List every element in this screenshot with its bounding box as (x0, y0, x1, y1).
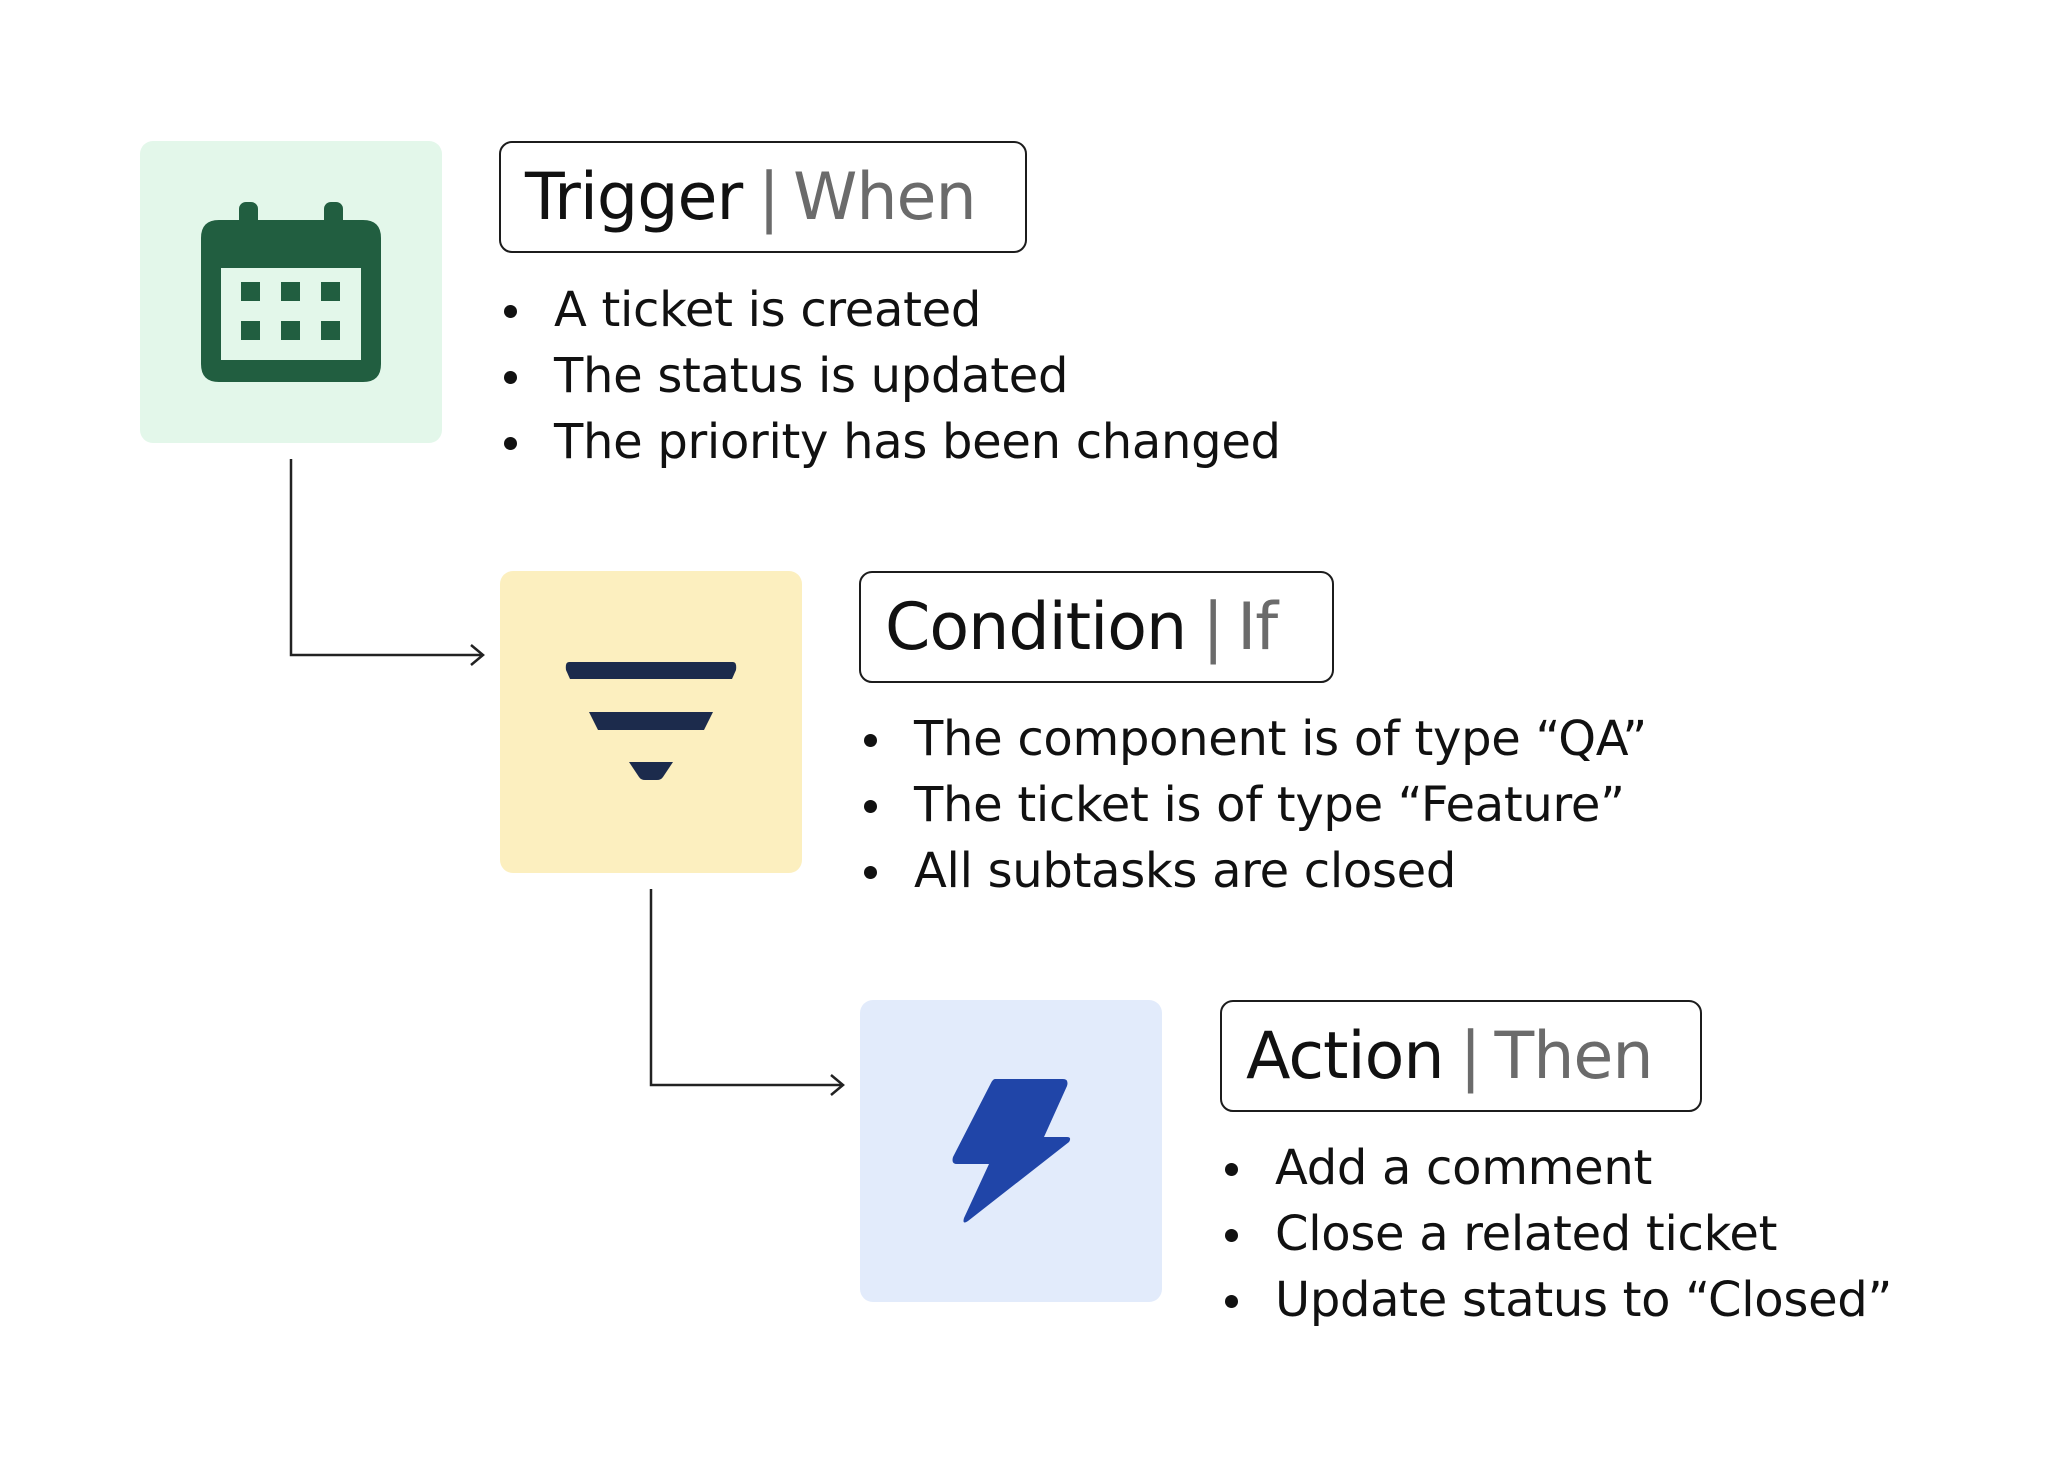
list-item: All subtasks are closed (859, 838, 1647, 904)
list-item: The ticket is of type “Feature” (859, 772, 1647, 838)
list-item: Close a related ticket (1220, 1201, 1892, 1267)
stage-label: Trigger (525, 159, 743, 235)
list-item: Add a comment (1220, 1135, 1892, 1201)
stage-keyword: Then (1494, 1018, 1653, 1094)
stage-label: Condition (885, 589, 1187, 665)
list-item: The status is updated (499, 343, 1281, 409)
connector-condition-to-action (649, 889, 845, 1096)
trigger-items: A ticket is created The status is update… (499, 277, 1281, 475)
list-item: Update status to “Closed” (1220, 1267, 1892, 1333)
condition-items: The component is of type “QA” The ticket… (859, 706, 1647, 904)
stage-keyword: When (793, 159, 977, 235)
list-item: The component is of type “QA” (859, 706, 1647, 772)
action-icon-tile (860, 1000, 1162, 1302)
condition-label-box: Condition | If (859, 571, 1334, 683)
calendar-icon (201, 202, 381, 382)
lightning-bolt-icon (952, 1079, 1071, 1223)
trigger-icon-tile (140, 141, 442, 443)
list-item: The priority has been changed (499, 409, 1281, 475)
filter-icon (565, 662, 737, 780)
label-separator: | (758, 159, 780, 235)
stage-label: Action (1246, 1018, 1445, 1094)
stage-keyword: If (1237, 589, 1278, 665)
list-item: A ticket is created (499, 277, 1281, 343)
condition-icon-tile (500, 571, 802, 873)
label-separator: | (1202, 589, 1224, 665)
label-separator: | (1459, 1018, 1482, 1094)
action-label-box: Action | Then (1220, 1000, 1702, 1112)
connector-trigger-to-condition (289, 459, 485, 666)
action-items: Add a comment Close a related ticket Upd… (1220, 1135, 1892, 1333)
trigger-label-box: Trigger | When (499, 141, 1027, 253)
